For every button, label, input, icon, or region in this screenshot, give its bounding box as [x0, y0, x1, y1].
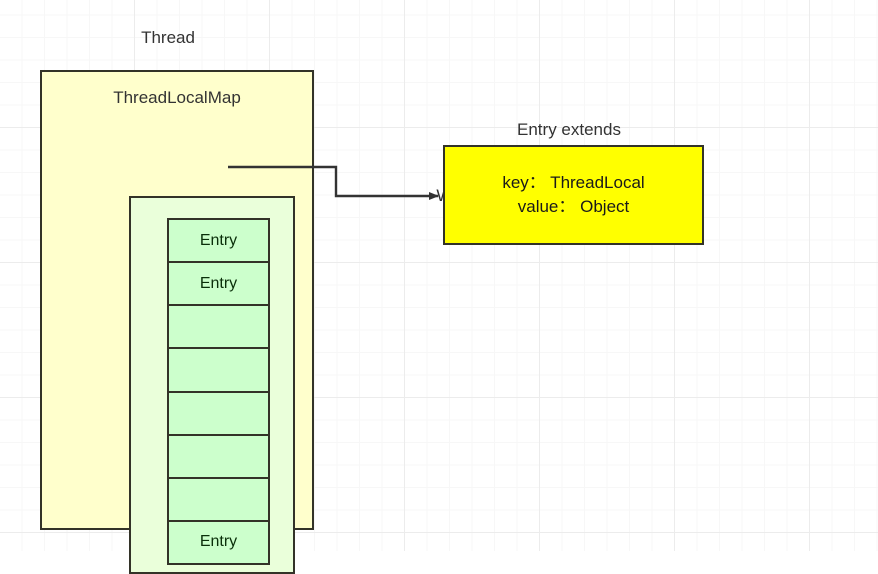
entry-cell[interactable]: Entry	[169, 521, 268, 563]
threadlocalmap-caption: ThreadLocalMap	[113, 88, 241, 107]
entry-table: Entry Entry Entry	[167, 218, 270, 565]
entry-detail-box: key： ThreadLocal value： Object	[443, 145, 704, 245]
entry-cell[interactable]	[169, 478, 268, 522]
entry-cell[interactable]: Entry	[169, 220, 268, 264]
entry-cell[interactable]	[169, 349, 268, 393]
entry-key-line: key： ThreadLocal	[502, 173, 645, 192]
entry-value-line: value： Object	[517, 197, 630, 216]
entry-cell[interactable]	[169, 392, 268, 436]
entry-cell[interactable]: Entry	[169, 263, 268, 307]
thread-caption: Thread	[141, 28, 195, 47]
entry-extends-line-1: Entry extends	[517, 120, 621, 139]
entry-cell[interactable]	[169, 435, 268, 479]
thread-box: ThreadLocalMap Entry Entry Entry	[40, 70, 314, 574]
entry-cell[interactable]	[169, 306, 268, 350]
